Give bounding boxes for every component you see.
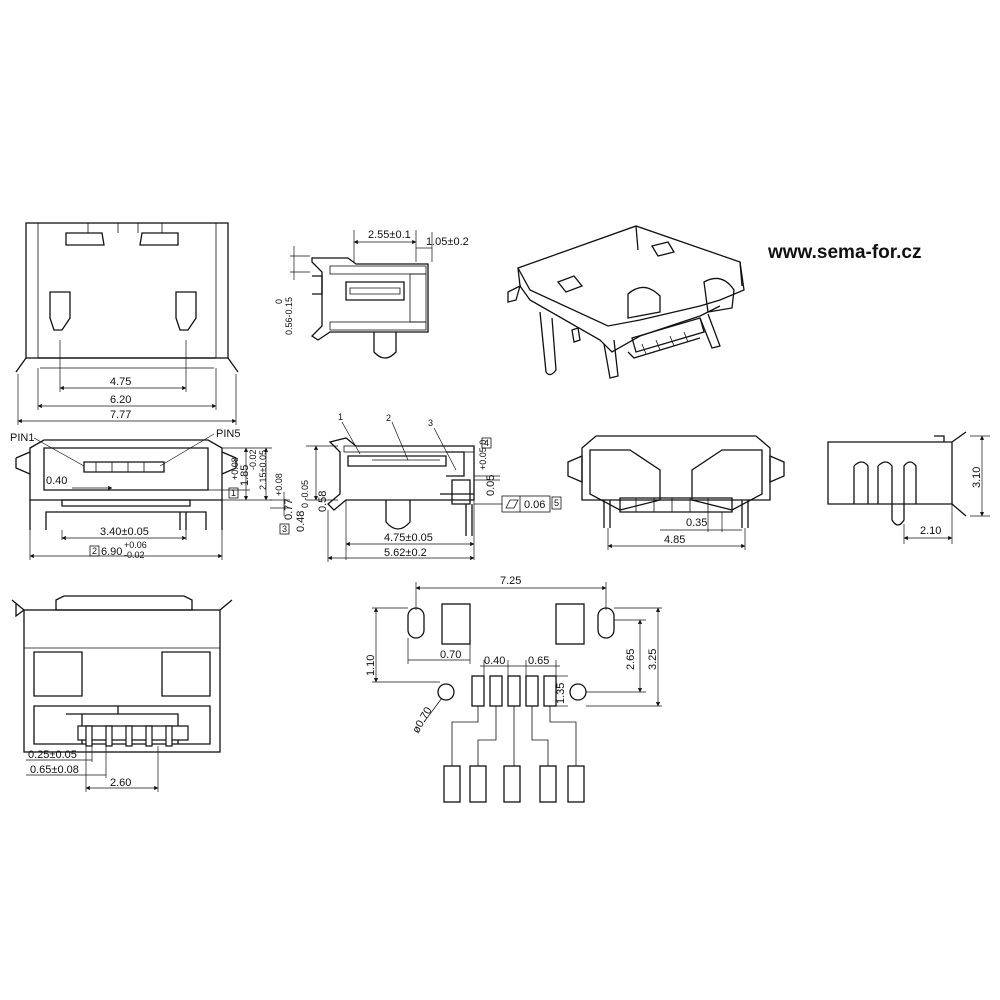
dim-6-20: 6.20 — [110, 394, 131, 406]
dim-0-65-fp: 0.65 — [528, 655, 549, 667]
dim-6-90-tol-dn: -0.02 — [124, 550, 145, 560]
footprint-view: 7.25 1.10 0.70 0.40 0.65 1.35 ø0.70 — [365, 575, 662, 803]
dim-3-10: 3.10 — [971, 467, 983, 488]
rear-view: 0.35 4.85 — [567, 435, 785, 550]
dim-1-10: 1.10 — [365, 655, 377, 676]
pin5-label: PIN5 — [216, 428, 240, 440]
dim-6-90-tol-up: +0.06 — [124, 540, 147, 550]
dim-0-77: 0.77 — [283, 499, 295, 520]
dim-0-40-fp: 0.40 — [484, 655, 505, 667]
dim-0-40: 0.40 — [46, 475, 67, 487]
dim-1-85: 1.85 — [239, 465, 251, 486]
dim-1-85-tol-up: +0.08 — [230, 457, 240, 480]
front-view: PIN1 PIN5 0.40 3.40±0.05 2 6.90 +0.06 -0… — [10, 428, 310, 560]
box-5: 5 — [554, 498, 559, 508]
callout-1: 1 — [338, 412, 343, 422]
dim-4-75: 4.75 — [110, 376, 131, 388]
dim-dia-0-70: ø0.70 — [410, 705, 434, 735]
dim-7-25: 7.25 — [500, 575, 521, 587]
box-4: 4 — [484, 438, 489, 448]
dim-7-77: 7.77 — [110, 409, 131, 421]
box-3: 3 — [282, 524, 287, 534]
profile-view: 3.10 2.10 — [827, 431, 990, 544]
dim-0-70-pad: 0.70 — [440, 649, 461, 661]
dim-0-58: 0.58 — [317, 491, 329, 512]
dim-0-48-tol: 0 -0.05 — [300, 480, 310, 508]
section-view: 1 2 3 0.58 4.75±0.05 5.62±0.2 4 0.05 +0.… — [306, 412, 562, 562]
isometric-view — [507, 225, 745, 379]
dim-0-05: 0.05 — [485, 475, 497, 496]
dim-2-10: 2.10 — [920, 525, 941, 537]
dim-4-85: 4.85 — [664, 534, 685, 546]
dim-2-60: 2.60 — [110, 777, 131, 789]
side-view: 2.55±0.1 1.05±0.2 0.56-0.15 0 — [274, 229, 469, 359]
dim-0-25: 0.25±0.05 — [28, 749, 77, 761]
dim-4-75-section: 4.75±0.05 — [384, 532, 433, 544]
dim-0-65: 0.65±0.08 — [30, 764, 79, 776]
dim-2-55: 2.55±0.1 — [368, 229, 411, 241]
pin1-label: PIN1 — [10, 432, 34, 444]
dim-0-56: 0.56-0.15 — [284, 297, 294, 335]
website-label: www.sema-for.cz — [767, 242, 921, 263]
box-2: 2 — [92, 546, 97, 556]
callout-2: 2 — [386, 413, 391, 423]
dim-1-05: 1.05±0.2 — [426, 236, 469, 248]
dim-0: 0 — [274, 299, 284, 304]
dim-2-65: 2.65 — [625, 649, 637, 670]
dim-6-90: 6.90 — [101, 546, 122, 558]
callout-3: 3 — [428, 418, 433, 428]
dim-0-48: 0.48 — [295, 511, 307, 532]
dim-0-05-tol: +0.05 0 — [478, 440, 488, 470]
dim-1-85-tol-dn: -0.02 — [248, 449, 258, 470]
dim-2-15: 2.15±0.05 — [258, 450, 268, 490]
dim-5-62: 5.62±0.2 — [384, 547, 427, 559]
box-1: 1 — [231, 488, 236, 498]
bottom-view: 0.25±0.05 0.65±0.08 2.60 — [11, 595, 233, 792]
top-view: 4.75 6.20 7.77 — [15, 222, 239, 425]
dim-1-35: 1.35 — [555, 683, 567, 704]
dim-0-77-tol: +0.08 — [274, 473, 284, 496]
dim-3-40: 3.40±0.05 — [100, 526, 149, 538]
dim-0-35: 0.35 — [686, 517, 707, 529]
flatness-0-06: 0.06 — [524, 499, 545, 511]
dim-3-25: 3.25 — [647, 649, 659, 670]
